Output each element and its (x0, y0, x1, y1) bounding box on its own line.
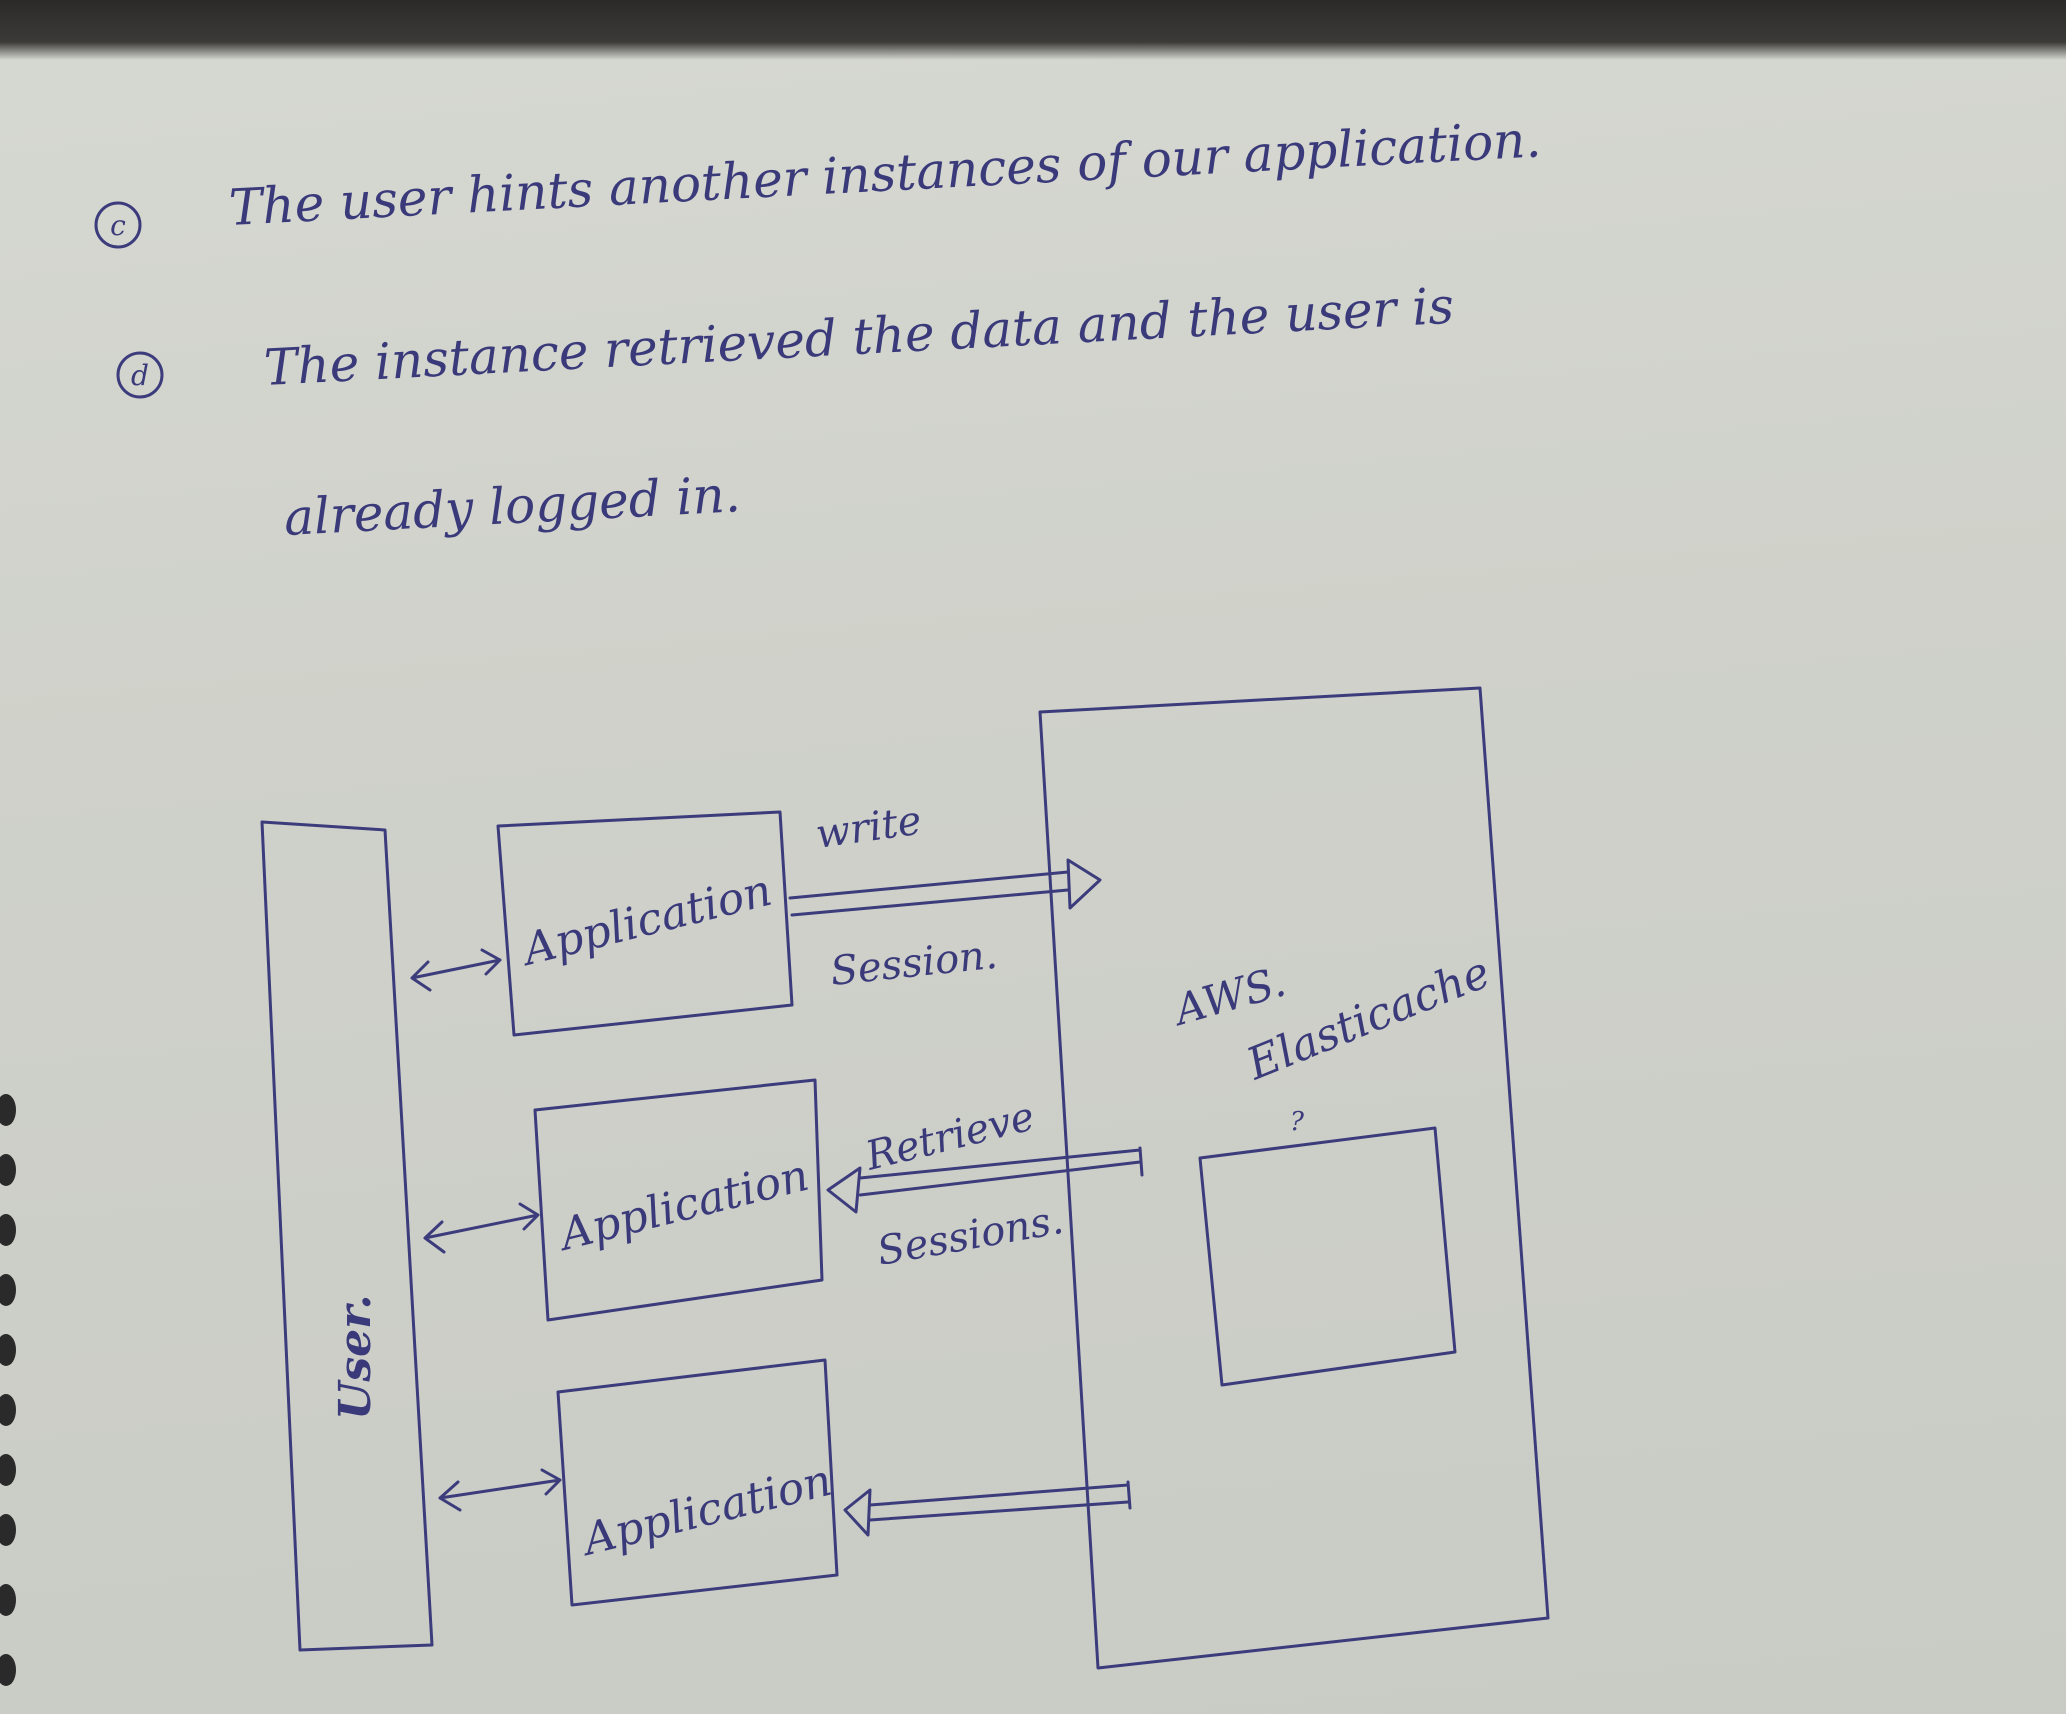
marker-c: c (110, 209, 126, 242)
application-box-3: Application (556, 1358, 839, 1607)
aws-label: AWS. (1165, 957, 1290, 1036)
cache-inner-box (1198, 1126, 1457, 1387)
aws-elasticache-box: AWS. Elasticache ? (1038, 686, 1550, 1670)
note-line-d-1: The instance retrieved the data and the … (263, 277, 1456, 397)
sessions-label: Sessions. (874, 1197, 1067, 1275)
marker-d: d (131, 359, 149, 392)
retrieve-label: Retrieve (860, 1094, 1039, 1180)
write-session-arrow: write Session. (788, 798, 1102, 995)
note-line-d-2: already logged in. (283, 465, 742, 547)
third-app-arrow (843, 1480, 1132, 1537)
binder-rings (0, 1094, 16, 1686)
user-box: User. (260, 820, 434, 1652)
application-label-2: Application (551, 1150, 813, 1262)
application-box-2: Application (533, 1078, 824, 1322)
marker-circle-c (94, 201, 142, 249)
application-box-1: Application (496, 810, 794, 1037)
note-line-c: The user hints another instances of our … (228, 110, 1543, 237)
page-top-shadow (0, 0, 2066, 60)
write-label: write (813, 798, 924, 858)
user-label: User. (330, 1294, 381, 1420)
session-label: Session. (828, 932, 999, 995)
application-label-1: Application (514, 865, 776, 977)
application-label-3: Application (574, 1455, 836, 1567)
marker-circle-d (116, 351, 164, 399)
retrieve-sessions-arrow: Retrieve Sessions. (826, 1094, 1144, 1275)
notes-section: c The user hints another instances of ou… (94, 110, 1543, 547)
user-app-arrows (410, 948, 562, 1512)
question-mark: ? (1290, 1107, 1305, 1137)
